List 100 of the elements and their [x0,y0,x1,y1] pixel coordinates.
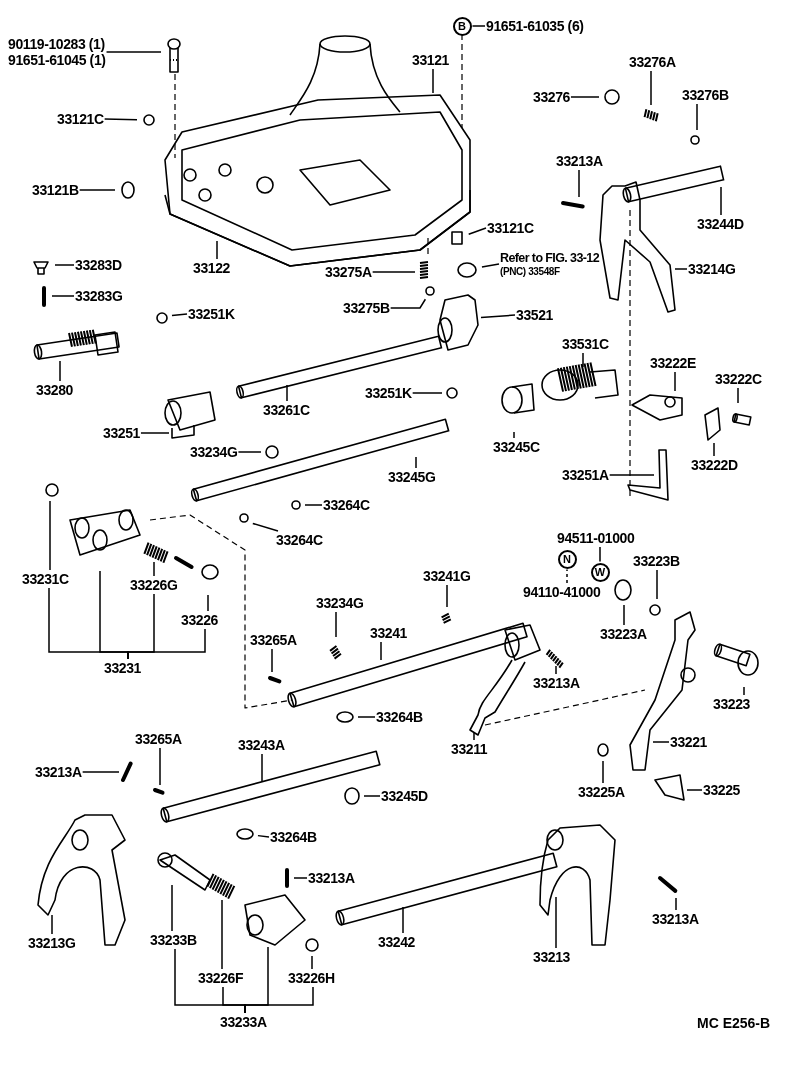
leader-line [105,51,162,53]
leader-line [555,665,557,675]
leader-line [271,648,273,673]
part-number: 33223 [713,696,750,712]
leader-line [578,169,580,198]
leader-line [51,295,75,297]
part-number: 33121B [32,182,79,198]
leader-line [335,611,337,638]
leader-line [286,384,288,402]
part-number: 33251A [562,467,609,483]
leader-line [467,227,487,236]
leader-line [380,641,382,661]
leader-line [216,240,218,260]
part-number: 33251K [365,385,412,401]
part-number: 33226H [288,970,335,986]
leader-line [171,313,188,317]
leader-line [570,96,600,98]
leader-line [140,432,170,434]
part-number: 33213G [28,935,76,951]
part-number: 33234G [190,444,238,460]
leader-line [49,500,51,571]
part-number: 33213A [556,153,603,169]
part-number: 33213A [533,675,580,691]
part-number: 33264C [276,532,323,548]
part-number: 33521 [516,307,553,323]
part-number: 33121 [412,52,449,68]
leader-line [363,795,381,797]
part-number: 33233A [220,1014,267,1030]
leader-line [389,298,427,309]
part-number: 33243A [238,737,285,753]
part-number: 33213A [308,870,355,886]
leader-line [432,68,434,94]
part-number: 33213 [533,949,570,965]
leader-line [696,103,698,131]
part-number: 33283D [75,257,122,273]
reference-code: (PNC) 33548F [500,266,561,278]
part-number: 33233B [150,932,197,948]
leader-line [371,271,416,273]
part-number: 33223B [633,553,680,569]
leader-line [582,352,584,368]
leader-line [513,431,515,439]
part-number: 33242 [378,934,415,950]
leader-line [566,568,568,584]
part-number: 91651-61045 (1) [8,52,106,68]
circled-letter-symbol: W [590,562,610,582]
leader-line [480,314,516,319]
part-number: 33211 [451,741,488,757]
leader-line [737,387,739,404]
part-number: 33244D [697,216,744,232]
leader-line [293,877,308,879]
leader-line [51,914,53,935]
part-number: 33213A [35,764,82,780]
part-number: 33275B [343,300,390,316]
part-number: 33245G [388,469,436,485]
leader-line [675,897,677,911]
part-number: 33231C [22,571,69,587]
part-number: 33226 [181,612,218,628]
leader-line [311,955,313,970]
part-number: 33265A [135,731,182,747]
leader-line [652,741,670,743]
part-number: 33265A [250,632,297,648]
leader-line [599,546,601,563]
leader-line [411,392,443,394]
part-number: 33245C [493,439,540,455]
part-number: 94511-01000 [557,530,635,546]
leader-line [59,360,61,382]
part-number: 33264B [270,829,317,845]
part-number: 33121C [487,220,534,236]
part-number: 33225A [578,784,625,800]
leader-line [402,906,404,934]
leader-line [602,760,604,784]
part-number: 90119-10283 (1) [8,36,106,52]
leader-line [713,442,715,457]
leader-line [159,747,161,786]
leader-line [237,451,262,453]
leader-line [608,474,655,476]
circled-letter-symbol: B [452,16,472,36]
leader-line [153,561,155,577]
leader-line [674,268,688,270]
part-number: 33245D [381,788,428,804]
leader-line [656,569,658,600]
part-number: 33241G [423,568,471,584]
part-number: 33121C [57,111,104,127]
part-number: 33234G [316,595,364,611]
leader-line [720,186,722,216]
leader-line [650,70,652,106]
part-number: 33264C [323,497,370,513]
part-number: 33213A [652,911,699,927]
circled-letter-symbol: N [557,549,577,569]
leader-line [446,584,448,608]
leader-line [257,834,270,838]
drawing-code: MC E256-B [697,1015,771,1031]
part-number: 33264B [376,709,423,725]
part-number: 33225 [703,782,740,798]
part-number: 33261C [263,402,310,418]
leader-line [357,716,376,718]
leader-line [81,771,120,773]
leader-line [127,628,206,660]
part-number: 33226G [130,577,178,593]
leader-line [623,604,625,626]
